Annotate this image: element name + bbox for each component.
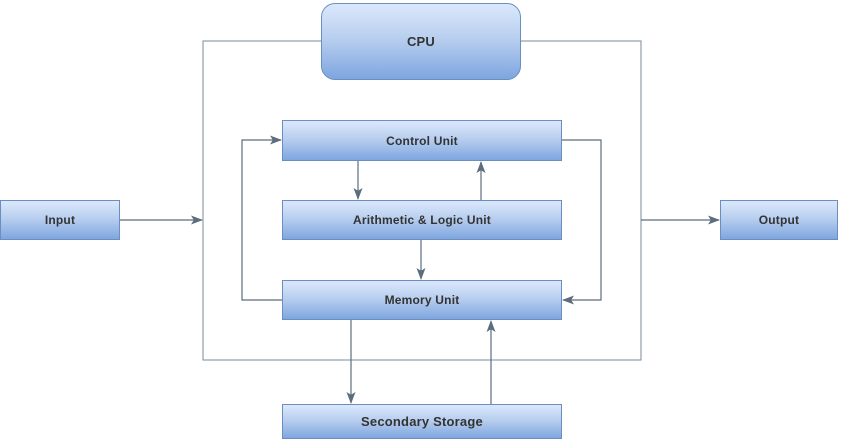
node-control-unit-label: Control Unit bbox=[386, 133, 458, 148]
node-output: Output bbox=[720, 200, 838, 240]
node-secondary-storage-label: Secondary Storage bbox=[361, 414, 483, 429]
node-input: Input bbox=[0, 200, 120, 240]
node-input-label: Input bbox=[44, 213, 76, 227]
edge-control-to-memory bbox=[562, 139, 602, 305]
node-cpu: CPU bbox=[321, 3, 521, 80]
node-secondary-storage: Secondary Storage bbox=[282, 404, 562, 439]
node-memory-unit: Memory Unit bbox=[282, 280, 562, 320]
node-alu-label: Arithmetic & Logic Unit bbox=[353, 213, 491, 227]
node-arithmetic-logic-unit: Arithmetic & Logic Unit bbox=[282, 200, 562, 240]
node-memory-unit-label: Memory Unit bbox=[384, 293, 460, 307]
node-cpu-label: CPU bbox=[406, 34, 436, 49]
node-control-unit: Control Unit bbox=[282, 120, 562, 161]
edge-memory-to-control bbox=[241, 135, 282, 301]
node-output-label: Output bbox=[758, 213, 800, 227]
